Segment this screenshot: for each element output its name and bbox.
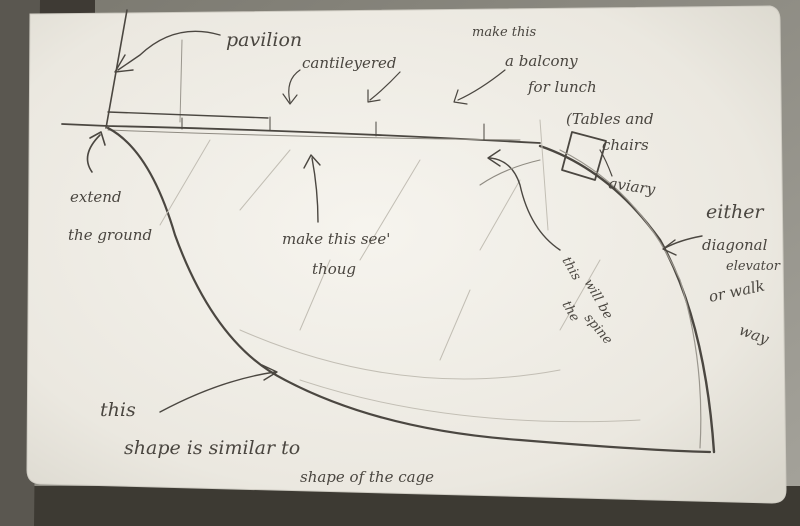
- arrow-extend-ground: [86, 134, 101, 173]
- hatch-line: [479, 179, 521, 251]
- arrowhead-balcony: [453, 89, 468, 105]
- cage-outline-left: [106, 126, 712, 454]
- label-pavilion: pavilion: [226, 29, 302, 51]
- arrow-this-shape: [159, 371, 276, 413]
- label-shape-similar: shape is similar to: [124, 437, 300, 459]
- pavilion-roof-beam: [107, 111, 269, 119]
- hatch-line: [359, 159, 421, 261]
- label-this: this: [100, 399, 136, 421]
- label-either: either: [706, 201, 765, 223]
- arrow-cantilevered-right: [369, 71, 401, 101]
- hatch-line: [239, 149, 291, 211]
- label-see-through-line-2: thoug: [312, 260, 356, 278]
- arrowhead-cantilevered-right: [367, 89, 381, 103]
- arrow-spine-faint: [479, 159, 541, 186]
- hatch-line: [439, 289, 471, 361]
- arrow-spine: [489, 157, 561, 251]
- label-balcony-line-4: (Tables and: [566, 110, 654, 128]
- arrow-balcony: [457, 69, 506, 101]
- arrow-see-through: [311, 157, 319, 223]
- arrow-cantilevered-left: [288, 69, 301, 103]
- arrow-diagonal: [664, 235, 703, 249]
- arrow-aviary: [599, 149, 613, 177]
- label-extend-line-2: the ground: [68, 226, 152, 244]
- notebook-page: [26, 5, 787, 504]
- label-see-through-line-1: make this see': [282, 230, 390, 248]
- arrow-pavilion: [117, 30, 221, 71]
- label-shape-cage: shape of the cage: [300, 468, 434, 486]
- label-balcony-line-1: make this: [472, 25, 537, 40]
- label-elevator: elevator: [726, 259, 781, 274]
- label-diagonal: diagonal: [702, 236, 768, 254]
- deck-line-faint: [107, 129, 521, 141]
- arrowhead-diagonal: [662, 239, 677, 256]
- pavilion-post-light: [179, 39, 183, 123]
- label-balcony-line-5: chairs: [602, 136, 649, 154]
- label-cantilevered: cantileyered: [302, 54, 397, 72]
- cage-outline-faint: [559, 149, 702, 449]
- arrowhead-pavilion: [114, 54, 134, 73]
- arrowhead-spine: [487, 149, 501, 167]
- label-balcony-line-3: for lunch: [527, 78, 597, 96]
- hatch-curve: [299, 379, 641, 423]
- hatch-line: [159, 139, 211, 226]
- hatch-curve: [239, 329, 561, 380]
- arrowhead-extend-ground: [89, 131, 106, 146]
- pencil-sketch: [61, 9, 716, 454]
- label-balcony-line-2: a balcony: [505, 52, 578, 70]
- arrowhead-cantilevered-left: [282, 93, 298, 105]
- arrowhead-this-shape: [261, 364, 278, 381]
- hatch-line: [299, 259, 331, 331]
- label-extend-line-1: extend: [70, 188, 122, 206]
- hatch-line: [539, 119, 549, 231]
- cage-outline-right: [538, 144, 716, 454]
- arrowhead-see-through: [303, 154, 321, 169]
- hatch-line: [559, 259, 601, 331]
